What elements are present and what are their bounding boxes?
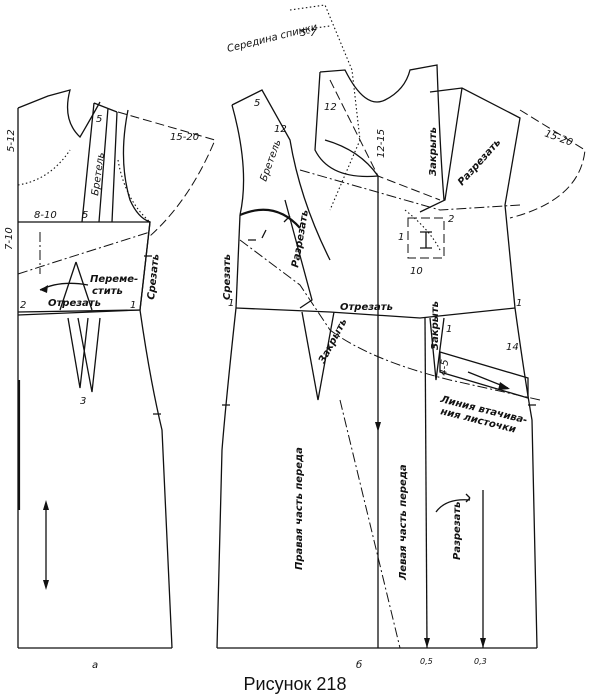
panel-b-dashdot-line [239, 239, 541, 401]
panel-b-cut-arrow [435, 499, 471, 513]
panel-b-edge-arrow-1 [424, 638, 430, 648]
panel-b-ticks [222, 215, 536, 406]
panel-b-pocket-arrowhead [498, 382, 510, 390]
panel-a-side-seam [139, 221, 173, 649]
label-a-srezat: Срезать [146, 253, 162, 300]
panel-b-right-front-strap [231, 89, 331, 261]
label-b-10: 10 [410, 266, 423, 277]
panel-b-i-marker [420, 231, 432, 249]
panel-a-cut-line [17, 309, 141, 313]
label-b-zakryt-left: Закрыть [430, 301, 441, 350]
panel-b-pocket [439, 351, 529, 399]
label-a-5-bottom: 5 [82, 210, 88, 221]
panel-b-waist-line [235, 307, 516, 319]
label-b-srezat: Срезать [222, 254, 233, 300]
panel-b-drawing [216, 4, 586, 649]
label-b-levaya: Левая часть переда [398, 464, 409, 581]
label-b-zakryt-center: Закрыть [317, 317, 350, 365]
label-b-otrezat: Отрезать [340, 302, 393, 313]
panel-b-left-front-dashed-extension [509, 109, 586, 219]
label-b-1-mid: 1 [446, 324, 452, 335]
panel-b-waist-dart-right [429, 317, 445, 381]
panel-b-right-front-neck-edge [239, 208, 301, 229]
label-b-12-15: 12-15 [376, 129, 387, 158]
panel-b-right-front-dart [284, 199, 313, 309]
label-b-5-7: 5-7 [300, 28, 317, 39]
panel-b-center-arrow [375, 422, 381, 432]
label-b-1-left: 1 [228, 298, 234, 309]
label-a-peremestit-2: стить [92, 286, 123, 297]
label-a-2: 2 [20, 300, 26, 311]
label-b-12-center: 12 [324, 102, 337, 113]
label-a-3: 3 [80, 396, 86, 407]
panel-b-edge-dashdot [339, 399, 401, 649]
panel-a-grain-arrowheads [43, 500, 49, 590]
panel-b-center-left [314, 71, 379, 178]
label-b-bretel: Бретель [258, 138, 283, 183]
label-b-1-small: 1 [398, 232, 404, 243]
panel-b-insert-box [407, 217, 445, 259]
panel-a-armhole [122, 109, 151, 223]
label-b-0-3: 0,3 [474, 657, 487, 666]
panel-a-drawing [17, 89, 216, 649]
panel-b-back-curve [404, 209, 441, 251]
label-b-0-5: 0,5 [420, 657, 433, 666]
panel-a-dart-2 [77, 317, 101, 393]
label-b-pravaya: Правая часть переда [294, 447, 305, 570]
label-a-15-20: 15-20 [170, 132, 199, 143]
panel-b-left-front-edge [424, 317, 428, 649]
panel-b-edge-arrow-2 [480, 638, 486, 648]
panel-b-center-curve [324, 139, 379, 177]
label-b-4-5: 4-5 [438, 359, 451, 377]
panel-b-left-front-inner [419, 87, 463, 213]
label-b-14: 14 [506, 342, 519, 353]
panel-a-arrowhead [40, 285, 48, 293]
label-a-7-10: 7-10 [4, 227, 15, 250]
panel-b-dashdot-line-2 [299, 169, 521, 211]
panel-a-dashed-extension [117, 111, 216, 237]
panel-b-right-side-seam [216, 307, 237, 649]
panel-a-dotted-curve-2 [117, 159, 151, 223]
panel-a-strap [81, 102, 118, 223]
label-a-bretel: Бретель [90, 152, 107, 197]
label-b-15-20: 15-20 [543, 128, 574, 148]
panel-a-dotted-curve-1 [17, 149, 71, 186]
label-a-otrezat: Отрезать [48, 298, 101, 309]
panel-a-dart-1 [67, 317, 89, 389]
panel-a-yoke-dart [59, 261, 93, 311]
panel-b-back-line [299, 25, 331, 31]
panel-b-cut-arrow-head [465, 493, 471, 503]
panel-b-label: б [356, 659, 362, 671]
label-b-razrezat-left: Разрезать [290, 209, 311, 269]
panel-b-right-front-armhole [231, 104, 245, 216]
panel-b-right-front-upper-side [235, 214, 241, 309]
label-a-1: 1 [130, 300, 136, 311]
label-b-zakryt-top: Закрыть [428, 127, 439, 176]
panel-a-label: а [92, 660, 98, 671]
panel-b-waist-dart-left [301, 311, 335, 401]
label-a-5-top: 5 [96, 114, 102, 125]
label-b-1-right: 1 [516, 298, 522, 309]
label-a-5-12: 5-12 [6, 129, 17, 152]
panel-b-center-top [319, 64, 445, 201]
figure-caption: Рисунок 218 [243, 674, 347, 694]
panel-a-neckline [17, 89, 101, 139]
label-a-8-10: 8-10 [34, 210, 57, 221]
label-b-2: 2 [448, 214, 454, 225]
label-b-12-left: 12 [274, 124, 287, 135]
label-a-peremestit-1: Переме- [90, 274, 138, 285]
panel-a-dashdot [17, 231, 151, 275]
label-b-5: 5 [254, 98, 260, 109]
panel-b-left-side-seam [514, 307, 538, 649]
panel-a-ticks [144, 255, 161, 415]
label-b-razrezat-bottom: Разрезать [452, 501, 463, 560]
label-b-razrezat-top: Разрезать [456, 137, 503, 188]
panel-b-left-front-top [429, 87, 521, 309]
